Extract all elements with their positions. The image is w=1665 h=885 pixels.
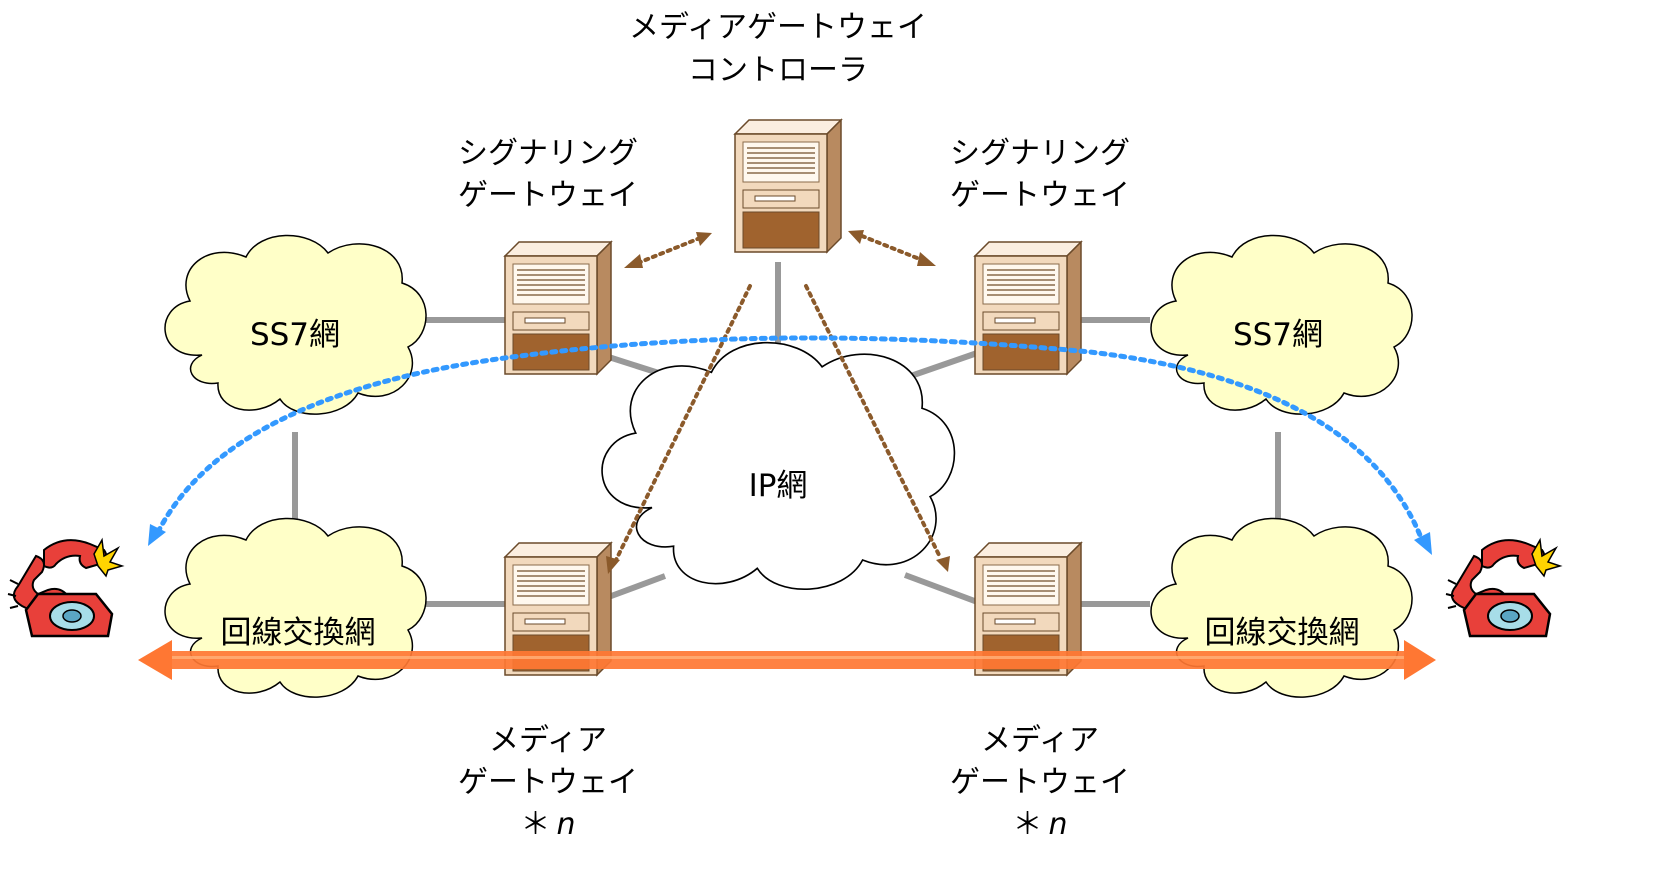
control-arrowhead [696,232,712,246]
cloud-ss7-left: SS7網 [164,234,427,415]
control-arrowhead [936,556,950,572]
media-arrowhead-left [138,640,172,680]
label-mg-right-line1: メディア [981,723,1099,758]
label-mgc-line2: コントローラ [688,53,868,88]
label-mgc-line1: メディアゲートウェイ [629,10,927,45]
label-mg-left-asterisk: ＊ [520,807,550,842]
control-arrowhead [848,230,864,244]
control-arrowhead [917,252,936,266]
label-mg-right-line3: ＊n [1012,807,1067,842]
label-mg-right-line2: ゲートウェイ [950,765,1130,800]
media-path [138,640,1436,680]
label-sg-right: シグナリング ゲートウェイ [950,136,1130,213]
label-sg-right-line2: ゲートウェイ [950,178,1130,213]
label-sg-left-line1: シグナリング [458,136,638,171]
label-mg-right: メディア ゲートウェイ ＊n [950,723,1130,842]
label-mgc: メディアゲートウェイ コントローラ [629,10,927,88]
cloud-pstn-right-label: 回線交換網 [1205,615,1360,651]
signaling-arrowhead-right [1414,532,1432,555]
cloud-ss7-right-label: SS7網 [1233,317,1323,353]
cloud-pstn-left: 回線交換網 [164,517,427,698]
control-links [606,230,950,574]
label-sg-left-line2: ゲートウェイ [458,178,638,213]
cloud-pstn-right: 回線交換網 [1150,517,1413,698]
label-mg-left-n: n [556,807,575,842]
cloud-ss7-left-label: SS7網 [250,317,340,353]
server-mgc-icon [734,119,842,253]
cloud-ip: IP網 [601,341,956,591]
link-sgr-ip [904,349,981,381]
cloud-ip-label: IP網 [749,468,808,504]
label-mg-left-line2: ゲートウェイ [458,765,638,800]
cloud-pstn-left-label: 回線交換網 [221,615,376,651]
label-sg-right-line1: シグナリング [950,136,1130,171]
link-mgr-ip [903,572,982,606]
control-arrowhead [624,254,643,268]
media-arrowhead-right [1404,640,1436,680]
signaling-arrowhead-left [148,524,166,546]
label-mg-left-line3: ＊n [520,807,575,842]
cloud-ss7-right: SS7網 [1150,234,1413,415]
signaling-path [148,335,1432,555]
label-mg-left: メディア ゲートウェイ ＊n [458,723,638,842]
label-mg-right-asterisk: ＊ [1012,807,1042,842]
label-mg-right-n: n [1048,807,1067,842]
label-mg-left-line1: メディア [489,723,607,758]
telephone-right-icon [1444,538,1562,638]
control-arrowhead [606,556,620,574]
server-sg-right-icon [974,241,1082,375]
telephone-left-icon [6,538,124,638]
label-sg-left: シグナリング ゲートウェイ [458,136,638,213]
